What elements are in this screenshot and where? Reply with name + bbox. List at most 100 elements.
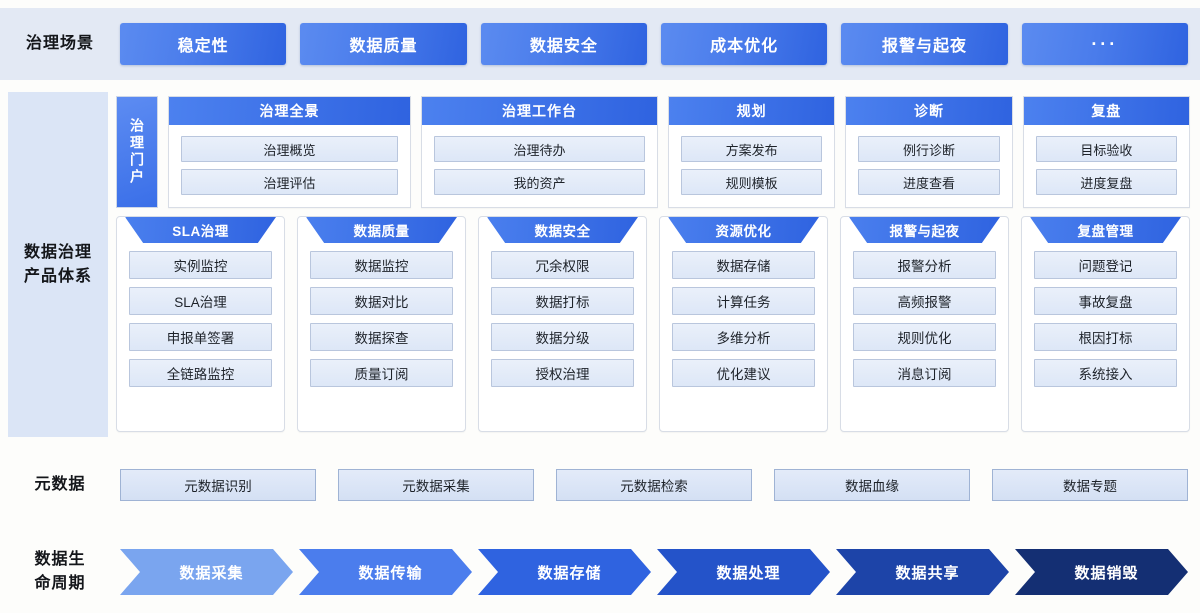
panel-diagnosis: 诊断 例行诊断 进度查看 (845, 96, 1013, 208)
product-system-row: 数据治理 产品体系 治理门户 治理全景 治理概览 治理评估 治理工作台 治理待办… (0, 88, 1200, 443)
product-system-row-label: 数据治理 产品体系 (24, 241, 92, 289)
metadata-row: 元数据 元数据识别 元数据采集 元数据检索 数据血缘 数据专题 (0, 455, 1200, 515)
lifecycle-step-label: 数据传输 (358, 564, 423, 582)
panel-review: 复盘 目标验收 进度复盘 (1022, 96, 1190, 208)
pill-high-frequency-alert[interactable]: 高频报警 (853, 287, 996, 315)
pill-goal-acceptance[interactable]: 目标验收 (1035, 136, 1177, 162)
panel-body: 治理待办 我的资产 (422, 125, 657, 207)
pill-incident-review[interactable]: 事故复盘 (1034, 287, 1177, 315)
pill-optimization-advice[interactable]: 优化建议 (672, 359, 815, 387)
pill-quality-subscription[interactable]: 质量订阅 (310, 359, 453, 387)
panel-body: 治理概览 治理评估 (169, 125, 410, 207)
panel-planning: 规划 方案发布 规则模板 (668, 96, 836, 208)
panel-title: 治理工作台 (422, 97, 657, 125)
lifecycle-step-label: 数据共享 (895, 564, 960, 582)
card-title: 报警与起夜 (849, 217, 1000, 243)
card-review-management: 复盘管理 问题登记 事故复盘 根因打标 系统接入 (1021, 216, 1190, 432)
panel-body: 例行诊断 进度查看 (846, 125, 1011, 207)
metadata-row-label: 元数据 (34, 476, 86, 493)
card-alerting: 报警与起夜 报警分析 高频报警 规则优化 消息订阅 (840, 216, 1009, 432)
pill-sla-governance[interactable]: SLA治理 (129, 287, 272, 315)
capability-cards: SLA治理 实例监控 SLA治理 申报单签署 全链路监控 数据质量 数据监控 数… (116, 216, 1190, 432)
pill-compute-task[interactable]: 计算任务 (672, 287, 815, 315)
pill-plan-release[interactable]: 方案发布 (681, 136, 823, 162)
card-data-security: 数据安全 冗余权限 数据打标 数据分级 授权治理 (478, 216, 647, 432)
panel-title: 复盘 (1023, 97, 1189, 125)
pill-message-subscription[interactable]: 消息订阅 (853, 359, 996, 387)
scenario-chip-cost-optimization[interactable]: 成本优化 (660, 23, 828, 65)
pill-progress-review[interactable]: 进度复盘 (1035, 169, 1177, 195)
card-resource-optimization: 资源优化 数据存储 计算任务 多维分析 优化建议 (659, 216, 828, 432)
pill-data-monitoring[interactable]: 数据监控 (310, 251, 453, 279)
pill-authorization-governance[interactable]: 授权治理 (491, 359, 634, 387)
metadata-list: 元数据识别 元数据采集 元数据检索 数据血缘 数据专题 (120, 469, 1200, 501)
lifecycle-label-line2: 命周期 (34, 575, 86, 592)
metadata-item-collection[interactable]: 元数据采集 (338, 469, 534, 501)
scenario-chip-data-quality[interactable]: 数据质量 (300, 23, 467, 65)
pill-data-tagging[interactable]: 数据打标 (491, 287, 634, 315)
governance-top-panels: 治理全景 治理概览 治理评估 治理工作台 治理待办 我的资产 规划 方案发布 规… (168, 96, 1190, 208)
lifecycle-step-label: 数据处理 (716, 564, 781, 582)
panel-title: 治理全景 (169, 97, 410, 125)
product-system-label-line2: 产品体系 (23, 267, 92, 285)
panel-body: 目标验收 进度复盘 (1024, 125, 1189, 207)
pill-rule-template[interactable]: 规则模板 (681, 169, 823, 195)
lifecycle-step-collection[interactable]: 数据采集 (120, 549, 293, 595)
pill-progress-view[interactable]: 进度查看 (858, 169, 1000, 195)
pill-full-link-monitoring[interactable]: 全链路监控 (129, 359, 272, 387)
pill-governance-todo[interactable]: 治理待办 (434, 136, 645, 162)
lifecycle-step-sharing[interactable]: 数据共享 (836, 549, 1009, 595)
lifecycle-step-processing[interactable]: 数据处理 (657, 549, 830, 595)
pill-instance-monitoring[interactable]: 实例监控 (129, 251, 272, 279)
governance-portal-label: 治理门户 (129, 118, 145, 186)
lifecycle-step-label: 数据存储 (537, 564, 602, 582)
metadata-item-topic[interactable]: 数据专题 (992, 469, 1188, 501)
panel-title: 规划 (669, 97, 835, 125)
card-sla-governance: SLA治理 实例监控 SLA治理 申报单签署 全链路监控 (116, 216, 285, 432)
pill-declaration-signing[interactable]: 申报单签署 (129, 323, 272, 351)
pill-data-exploration[interactable]: 数据探查 (310, 323, 453, 351)
product-system-label-line1: 数据治理 (23, 243, 92, 261)
lifecycle-step-destruction[interactable]: 数据销毁 (1015, 549, 1188, 595)
lifecycle-step-storage[interactable]: 数据存储 (478, 549, 651, 595)
pill-rule-optimization[interactable]: 规则优化 (853, 323, 996, 351)
metadata-item-retrieval[interactable]: 元数据检索 (556, 469, 752, 501)
pill-routine-diagnosis[interactable]: 例行诊断 (858, 136, 1000, 162)
pill-root-cause-tagging[interactable]: 根因打标 (1034, 323, 1177, 351)
metadata-item-identification[interactable]: 元数据识别 (120, 469, 316, 501)
pill-alert-analysis[interactable]: 报警分析 (853, 251, 996, 279)
metadata-item-lineage[interactable]: 数据血缘 (774, 469, 970, 501)
pill-governance-overview[interactable]: 治理概览 (181, 136, 398, 162)
card-data-quality: 数据质量 数据监控 数据对比 数据探查 质量订阅 (297, 216, 466, 432)
card-title: SLA治理 (125, 217, 276, 243)
scenario-chip-alerting[interactable]: 报警与起夜 (841, 23, 1008, 65)
panel-title: 诊断 (846, 97, 1012, 125)
pill-data-classification[interactable]: 数据分级 (491, 323, 634, 351)
pill-governance-assessment[interactable]: 治理评估 (181, 169, 398, 195)
lifecycle-step-transmission[interactable]: 数据传输 (299, 549, 472, 595)
panel-body: 方案发布 规则模板 (669, 125, 834, 207)
card-title: 数据安全 (487, 217, 638, 243)
pill-system-integration[interactable]: 系统接入 (1034, 359, 1177, 387)
pill-multidimensional-analysis[interactable]: 多维分析 (672, 323, 815, 351)
pill-data-comparison[interactable]: 数据对比 (310, 287, 453, 315)
scenario-chip-more[interactable]: ··· (1021, 23, 1188, 65)
pill-issue-registration[interactable]: 问题登记 (1034, 251, 1177, 279)
pill-data-storage[interactable]: 数据存储 (672, 251, 815, 279)
governance-scenario-row: 治理场景 稳定性 数据质量 数据安全 成本优化 报警与起夜 ··· (0, 8, 1200, 80)
pill-my-assets[interactable]: 我的资产 (434, 169, 645, 195)
panel-governance-workbench: 治理工作台 治理待办 我的资产 (421, 96, 658, 208)
panel-governance-overview: 治理全景 治理概览 治理评估 (168, 96, 411, 208)
scenario-chip-data-security[interactable]: 数据安全 (480, 23, 647, 65)
product-system-row-label-panel: 数据治理 产品体系 (8, 92, 108, 437)
governance-scenario-list: 稳定性 数据质量 数据安全 成本优化 报警与起夜 ··· (120, 23, 1200, 65)
governance-portal-tab[interactable]: 治理门户 (116, 96, 158, 208)
card-title: 资源优化 (668, 217, 819, 243)
data-lifecycle-row-label: 数据生 命周期 (0, 548, 120, 596)
lifecycle-step-label: 数据销毁 (1074, 564, 1139, 582)
card-title: 复盘管理 (1030, 217, 1181, 243)
scenario-chip-stability[interactable]: 稳定性 (120, 23, 287, 65)
data-lifecycle-list: 数据采集 数据传输 数据存储 数据处理 数据共享 数据销毁 (120, 549, 1200, 595)
pill-redundant-permission[interactable]: 冗余权限 (491, 251, 634, 279)
